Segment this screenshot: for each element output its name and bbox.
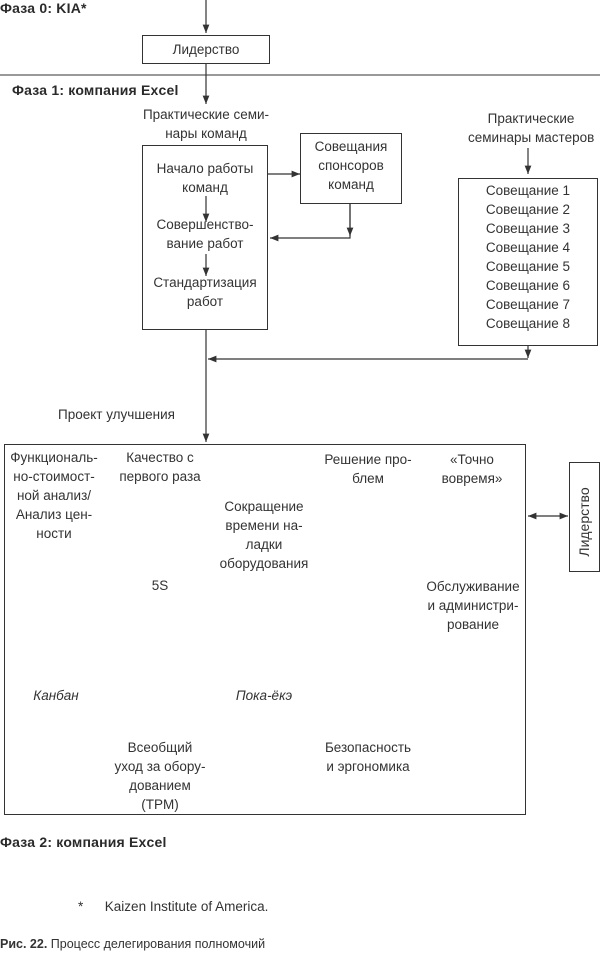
team-seminars-title: Практические семи- нары команд	[142, 107, 270, 141]
method-pokayoke: Пока-ёкэ	[235, 688, 293, 703]
leadership-side-label: Лидерство	[576, 487, 592, 557]
phase-0-title: Фаза 0: KIA*	[0, 0, 87, 16]
meeting-item: Совещание 7	[485, 297, 571, 312]
meeting-item: Совещание 5	[485, 259, 571, 274]
method-vea: Функциональ- но-стоимост- ной анализ/ Ан…	[10, 450, 98, 541]
master-meetings-box	[458, 178, 598, 346]
method-quality: Качество с первого раза	[119, 450, 201, 484]
team-seminars-box	[142, 145, 268, 330]
figure-caption-text: Процесс делегирования полномочий	[50, 937, 266, 951]
meeting-item: Совещание 6	[485, 278, 571, 293]
meeting-item: Совещание 1	[485, 183, 571, 198]
method-service: Обслуживание и администри- рование	[426, 579, 520, 632]
figure-caption: Рис. 22. Процесс делегирования полномочи…	[0, 937, 265, 951]
figure-label: Рис. 22.	[0, 937, 48, 951]
footnote: * Kaizen Institute of America.	[78, 897, 268, 916]
method-setup: Сокращение времени на- ладки оборудовани…	[219, 499, 309, 571]
methods-box	[4, 444, 526, 815]
method-jit: «Точно вовремя»	[441, 452, 503, 486]
meeting-item: Совещание 2	[485, 202, 571, 217]
master-meetings-list: Совещание 1 Совещание 2 Совещание 3 Сове…	[458, 181, 598, 333]
method-safety: Безопасность и эргономика	[324, 740, 412, 774]
method-kanban: Канбан	[33, 688, 79, 703]
master-seminars-title: Практические семинары мастеров	[468, 111, 595, 145]
method-5s: 5S	[151, 578, 169, 593]
phase-2-title: Фаза 2: компания Excel	[0, 834, 167, 850]
improvement-project-label: Проект улучшения	[58, 407, 175, 422]
meeting-item: Совещание 8	[485, 316, 571, 331]
footnote-text: Kaizen Institute of America.	[104, 899, 269, 914]
step-start-work: Начало работы команд	[156, 161, 254, 195]
method-tpm: Всеобщий уход за обору- дованием (TPM)	[114, 740, 206, 812]
step-improve-work: Совершенство- вание работ	[156, 217, 254, 251]
footnote-mark: *	[78, 899, 84, 914]
step-standardize: Стандартизация работ	[153, 275, 257, 309]
leadership-box: Лидерство	[142, 35, 270, 64]
method-problem: Решение про- блем	[324, 452, 412, 486]
meeting-item: Совещание 3	[485, 221, 571, 236]
phase-1-title: Фаза 1: компания Excel	[12, 82, 179, 98]
meeting-item: Совещание 4	[485, 240, 571, 255]
sponsor-meetings-box	[300, 133, 402, 204]
sponsor-meetings-label: Совещания спонсоров команд	[314, 139, 388, 192]
